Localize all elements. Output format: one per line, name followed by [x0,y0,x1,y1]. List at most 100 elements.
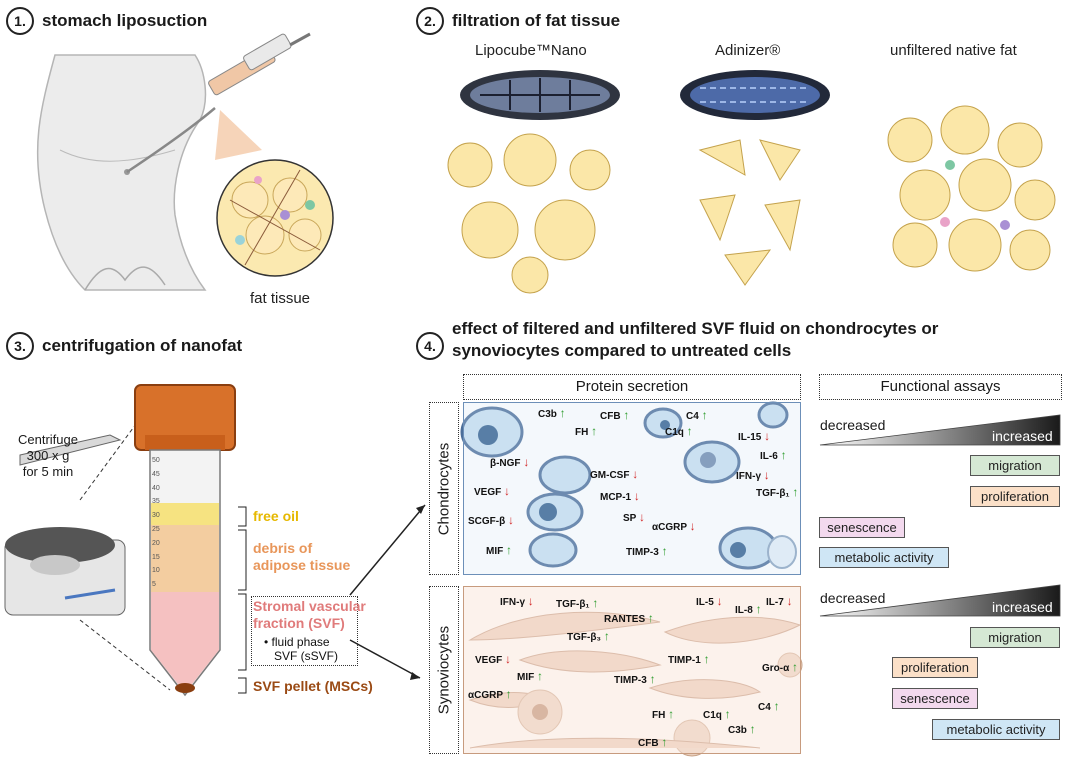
synovio-protein-label: C3b ↑ [728,722,756,736]
tube-tick: 10 [152,567,160,575]
chondro-protein-label: VEGF ↓ [474,484,510,498]
arrow-up-icon: ↑ [686,424,693,438]
arrow-up-icon: ↑ [649,672,656,686]
step-number: 2. [416,7,444,35]
native-fat [887,105,1056,272]
functional-assays-header: Functional assays [819,374,1062,400]
protein-name: MIF [517,672,537,683]
step-number: 3. [6,332,34,360]
protein-name: IL-5 [696,597,717,608]
lipocube-fat [447,133,611,294]
protein-name: C4 [758,702,774,713]
synoviocytes-label-box: Synoviocytes [429,586,459,754]
protein-name: TIMP-1 [668,655,704,666]
lipocube-filter [460,70,620,120]
assay-proliferation-chondro: proliferation [970,486,1060,507]
layer-fluid: • fluid phase SVF (sSVF) [264,635,338,663]
chondro-protein-label: TIMP-3 ↑ [626,544,668,558]
chondro-protein-label: IL-15 ↓ [738,429,770,443]
arrow-up-icon: ↑ [661,735,668,749]
synovio-protein-label: TIMP-1 ↑ [668,652,710,666]
assay-senescence-chondro: senescence [819,517,905,538]
protein-name: RANTES [604,614,648,625]
tube-tick: 30 [152,512,160,520]
arrow-up-icon: ↑ [773,699,780,713]
assay-metabolic-synovio: metabolic activity [932,719,1060,740]
synovio-protein-label: TIMP-3 ↑ [614,672,656,686]
tube-tick: 35 [152,498,160,506]
layer-fluid-line: SVF (sSVF) [274,649,339,663]
arrow-down-icon: ↓ [505,652,512,666]
arrow-down-icon: ↓ [527,594,534,608]
protein-name: IL-7 [766,597,787,608]
protein-name: IL-6 [760,451,781,462]
column-adinizer: Adinizer® [715,42,781,59]
svf-box [251,596,358,666]
adinizer-filter [680,70,830,120]
synovio-protein-label: αCGRP ↑ [468,687,512,701]
chondro-protein-label: IFN-γ ↓ [736,468,770,482]
chondrocytes-label-box: Chondrocytes [429,402,459,575]
arrow-down-icon: ↓ [523,455,530,469]
chondrocyte-panel [463,402,801,575]
assay-metabolic-chondro: metabolic activity [819,547,949,568]
protein-name: IL-8 [735,605,756,616]
fat-tissue-caption: fat tissue [250,290,311,307]
layer-svf: Stromal vascular fraction (SVF) [253,598,366,632]
synoviocytes-label: Synoviocytes [435,625,453,715]
protein-name: VEGF [475,655,506,666]
bullet-icon: • [264,635,272,649]
protein-name: SP [623,513,639,524]
arrow-up-icon: ↑ [505,687,512,701]
step-title-line: effect of filtered and unfiltered SVF fl… [452,319,939,338]
arrow-up-icon: ↑ [701,408,708,422]
chondro-protein-label: GM-CSF ↓ [590,467,638,481]
synovio-protein-label: FH ↑ [652,707,674,721]
protein-name: MCP-1 [600,492,634,503]
arrow-to-synoviocytes [349,639,421,679]
chondro-protein-label: C3b ↑ [538,406,566,420]
step-title: effect of filtered and unfiltered SVF fl… [452,318,938,362]
assay-migration-synovio: migration [970,627,1060,648]
increased-label-chondro: increased [992,428,1053,444]
layer-debris: debris of adipose tissue [253,540,350,574]
protein-name: TGF-β₁ [756,488,793,499]
chondro-protein-label: IL-6 ↑ [760,448,787,462]
protein-name: CFB [638,738,662,749]
synovio-protein-label: MIF ↑ [517,669,543,683]
bracket-debris [238,529,247,591]
step-1-heading: 1. stomach liposuction [6,7,207,35]
chondrocytes-label: Chondrocytes [435,442,453,535]
protein-name: TIMP-3 [614,675,650,686]
arrow-up-icon: ↑ [668,707,675,721]
chondro-protein-label: SP ↓ [623,510,645,524]
step-3-heading: 3. centrifugation of nanofat [6,332,242,360]
chondro-protein-label: MIF ↑ [486,543,512,557]
bracket-svf [238,593,247,671]
centrifuge-machine [4,434,126,616]
arrow-up-icon: ↑ [661,544,668,558]
assay-proliferation-synovio: proliferation [892,657,978,678]
protein-name: β-NGF [490,458,524,469]
layer-debris-line: adipose tissue [253,557,351,573]
zoom-line [79,619,171,691]
arrow-up-icon: ↑ [537,669,543,683]
arrow-up-icon: ↑ [755,602,762,616]
arrow-down-icon: ↓ [689,519,696,533]
step-title-line: synoviocytes compared to untreated cells [452,341,792,360]
column-native: unfiltered native fat [890,42,1017,59]
arrow-up-icon: ↑ [792,660,799,674]
step-title: filtration of fat tissue [452,11,621,30]
bracket-pellet [238,677,247,694]
tube-tick: 50 [152,457,160,464]
protein-name: CFB [600,411,624,422]
step-2-heading: 2. filtration of fat tissue [416,7,620,35]
tube-tick: 15 [152,553,160,561]
arrow-to-chondrocytes [349,504,426,596]
protein-name: IFN-γ [500,597,528,608]
bracket-free-oil [238,506,247,527]
arrow-up-icon: ↑ [591,424,598,438]
assay-migration-chondro: migration [970,455,1060,476]
arrow-up-icon: ↑ [559,406,566,420]
synovio-protein-label: CFB ↑ [638,735,667,749]
